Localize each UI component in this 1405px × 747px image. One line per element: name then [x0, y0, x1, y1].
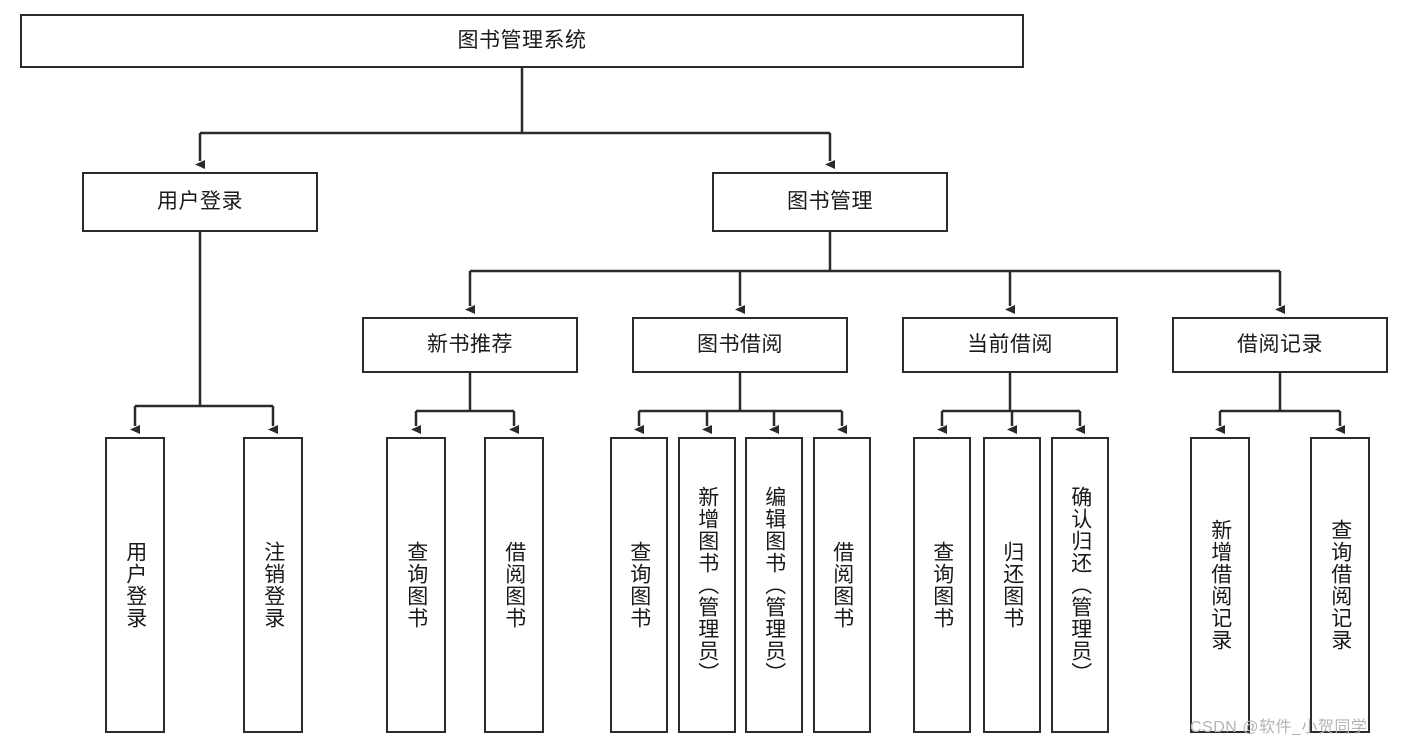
leaf-node-box[interactable]: 注销登录	[243, 437, 303, 733]
level3-node-box[interactable]: 图书借阅	[632, 317, 848, 373]
node-label: 用户登录	[157, 190, 243, 214]
leaf-node-box[interactable]: 借阅图书	[484, 437, 544, 733]
node-label: 借阅记录	[1237, 333, 1323, 357]
csdn-watermark: CSDN @软件_小贺同学	[1190, 719, 1368, 736]
leaf-node-box[interactable]: 新增借阅记录	[1190, 437, 1250, 733]
node-label: 注销登录	[261, 541, 285, 629]
node-label: 查询图书	[404, 541, 428, 629]
leaf-node-box[interactable]: 归还图书	[983, 437, 1041, 733]
node-label: 编辑图书（管理员）	[762, 486, 786, 684]
level3-node-box[interactable]: 当前借阅	[902, 317, 1118, 373]
level3-node-box[interactable]: 新书推荐	[362, 317, 578, 373]
leaf-node-box[interactable]: 查询图书	[610, 437, 668, 733]
node-label: 用户登录	[123, 541, 147, 629]
node-label: 图书借阅	[697, 333, 783, 357]
node-label: 借阅图书	[830, 541, 854, 629]
node-label: 查询图书	[627, 541, 651, 629]
leaf-node-box[interactable]: 查询图书	[386, 437, 446, 733]
root-node-box[interactable]: 图书管理系统	[20, 14, 1024, 68]
leaf-node-box[interactable]: 查询借阅记录	[1310, 437, 1370, 733]
node-label: 图书管理	[787, 190, 873, 214]
node-label: 新增借阅记录	[1208, 519, 1232, 651]
node-label: 借阅图书	[502, 541, 526, 629]
leaf-node-box[interactable]: 新增图书（管理员）	[678, 437, 736, 733]
level2-node-box[interactable]: 用户登录	[82, 172, 318, 232]
leaf-node-box[interactable]: 编辑图书（管理员）	[745, 437, 803, 733]
leaf-node-box[interactable]: 用户登录	[105, 437, 165, 733]
node-label: 归还图书	[1000, 541, 1024, 629]
node-label: 图书管理系统	[457, 29, 587, 53]
level3-node-box[interactable]: 借阅记录	[1172, 317, 1388, 373]
node-label: 新增图书（管理员）	[695, 486, 719, 684]
node-label: 当前借阅	[967, 333, 1053, 357]
node-label: 查询图书	[930, 541, 954, 629]
node-label: 新书推荐	[427, 333, 513, 357]
leaf-node-box[interactable]: 借阅图书	[813, 437, 871, 733]
leaf-node-box[interactable]: 确认归还（管理员）	[1051, 437, 1109, 733]
leaf-node-box[interactable]: 查询图书	[913, 437, 971, 733]
node-label: 查询借阅记录	[1328, 519, 1352, 651]
level2-node-box[interactable]: 图书管理	[712, 172, 948, 232]
node-label: 确认归还（管理员）	[1068, 486, 1092, 684]
